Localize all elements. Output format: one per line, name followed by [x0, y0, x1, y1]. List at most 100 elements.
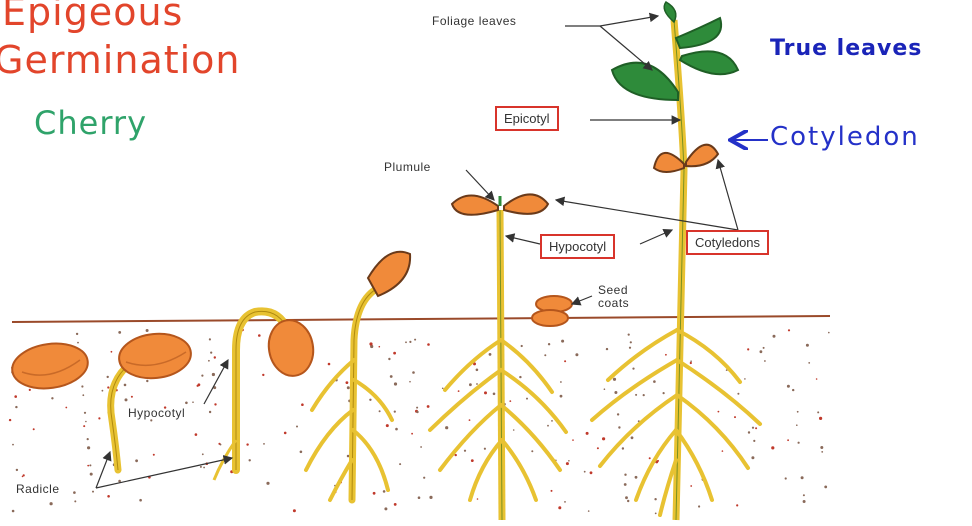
soil-dot [796, 424, 798, 426]
soil-dot [209, 411, 211, 413]
seed [264, 317, 317, 380]
soil-dot [618, 426, 620, 428]
soil-dot [139, 499, 142, 502]
soil-dot [386, 424, 389, 427]
soil-dot [409, 341, 411, 343]
soil-dot [736, 504, 738, 506]
soil-dot [214, 356, 216, 358]
soil-dot [296, 426, 298, 428]
soil-dot [820, 446, 823, 449]
soil-dot [197, 385, 199, 387]
soil-dot [526, 398, 528, 400]
soil-dot [394, 382, 397, 385]
soil-dot [751, 456, 754, 459]
soil-dot [111, 351, 113, 353]
soil-dot [665, 354, 667, 356]
soil-dot [135, 459, 138, 462]
soil-dot [405, 341, 407, 343]
soil-dot [788, 329, 790, 331]
soil-dot [82, 394, 84, 396]
soil-dot [627, 500, 629, 502]
soil-dot [89, 464, 91, 466]
soil-dot [690, 362, 692, 364]
foliage-leaf [676, 18, 721, 48]
soil-dot [734, 416, 736, 418]
soil-dot [384, 507, 387, 510]
soil-dot [14, 395, 17, 398]
label-hypocotyl-boxed: Hypocotyl [540, 234, 615, 259]
soil-dot [484, 448, 486, 450]
soil-dot [427, 405, 430, 408]
soil-dot [655, 513, 657, 515]
soil-dot [469, 383, 472, 386]
soil-dot [266, 482, 269, 485]
soil-dot [787, 385, 790, 388]
soil-dot [16, 469, 18, 471]
soil-dot [566, 462, 569, 465]
soil-dot [747, 348, 749, 350]
soil-dot [764, 360, 766, 362]
soil-dot [718, 411, 720, 413]
soil-dot [561, 340, 564, 343]
soil-dot [635, 394, 637, 396]
soil-dot [509, 400, 511, 402]
soil-dot [771, 446, 774, 449]
soil-dot [249, 459, 251, 461]
soil-dot [203, 467, 205, 469]
soil-dot [558, 506, 561, 509]
soil-dot [654, 498, 656, 500]
label-plumule: Plumule [384, 160, 431, 174]
true-leaves-annotation: True leaves [770, 36, 922, 61]
soil-dot [131, 396, 133, 398]
soil-dot [445, 426, 448, 429]
soil-dot [246, 443, 248, 445]
soil-dot [753, 440, 755, 442]
foliage-leaf [612, 63, 678, 100]
stage-mature [592, 2, 760, 520]
label-seed-coats: Seed coats [598, 284, 629, 310]
soil-dot [301, 403, 304, 406]
soil-dot [210, 352, 212, 354]
soil-dot [107, 376, 109, 378]
soil-dot [442, 388, 444, 390]
soil-dot [798, 442, 800, 444]
soil-dot [262, 374, 264, 376]
soil-dot [628, 334, 630, 336]
soil-dot [77, 342, 79, 344]
soil-dot [258, 334, 261, 337]
cotyledon-right [504, 194, 548, 213]
soil-dot [220, 444, 222, 446]
soil-dot [560, 395, 563, 398]
soil-dot [622, 447, 624, 449]
soil-dot [369, 399, 371, 401]
stage-radicle [111, 330, 193, 470]
soil-dot [12, 510, 15, 513]
soil-dot [263, 443, 265, 445]
soil-dot [602, 437, 605, 440]
soil-dot [202, 453, 204, 455]
soil-dot [690, 485, 692, 487]
soil-dot [653, 380, 656, 383]
soil-dot [214, 403, 216, 405]
soil-dot [632, 368, 634, 370]
soil-dot [625, 496, 628, 499]
soil-dot [521, 345, 523, 347]
soil-dot [586, 432, 589, 435]
soil-dot [489, 353, 492, 356]
soil-dot [388, 358, 390, 360]
soil-dot [87, 438, 89, 440]
soil-dot [124, 384, 127, 387]
soil-dot [284, 432, 287, 435]
soil-dot [192, 401, 194, 403]
soil-dot [399, 463, 401, 465]
label-hypocotyl: Hypocotyl [128, 406, 185, 420]
soil-dot [748, 431, 750, 433]
soil-dot [817, 411, 819, 413]
soil-dot [806, 344, 809, 347]
soil-surface-line [12, 316, 830, 322]
cotyledon [368, 252, 410, 296]
soil-dot [146, 329, 149, 332]
soil-dot [531, 450, 533, 452]
soil-dot [373, 492, 376, 495]
soil-dot [81, 385, 83, 387]
